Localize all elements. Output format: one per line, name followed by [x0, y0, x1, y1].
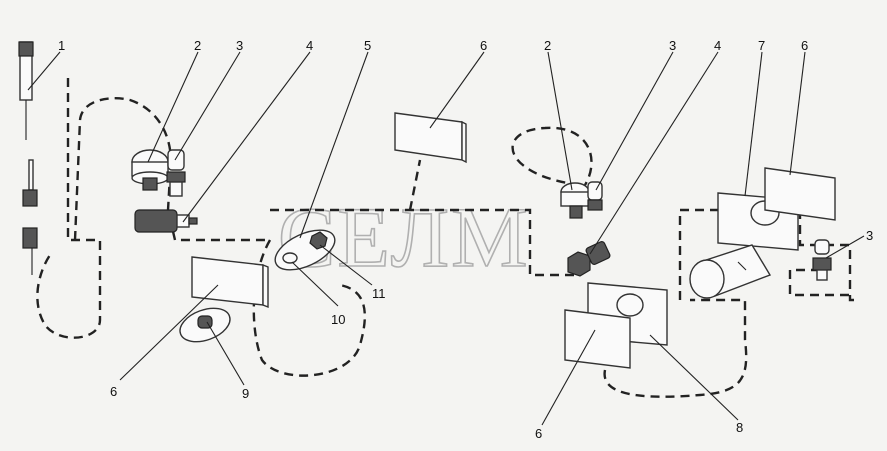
callout-2: 2 [544, 38, 551, 53]
callout-11: 11 [372, 286, 386, 301]
callout-10: 10 [331, 312, 345, 327]
sensor-bracket-with-tube [689, 192, 799, 299]
callout-6: 6 [801, 38, 808, 53]
callout-4: 4 [714, 38, 721, 53]
mounting-plate-top [394, 112, 467, 164]
callout-7: 7 [758, 38, 765, 53]
callout-5: 5 [364, 38, 371, 53]
callout-3: 3 [866, 228, 873, 243]
callout-9: 9 [242, 386, 249, 401]
callout-8: 8 [736, 420, 743, 435]
l-bracket-lower-right [564, 282, 668, 369]
callout-1: 1 [58, 38, 65, 53]
sensor-switch-far-right [812, 239, 832, 281]
pressure-sensor-left [131, 149, 169, 191]
callout-3: 3 [236, 38, 243, 53]
cylinder-sensor-left [134, 209, 198, 233]
sensor-switch-right [587, 181, 603, 211]
callout-6: 6 [110, 384, 117, 399]
callout-leaders [27, 51, 865, 426]
cable-harness [36, 78, 855, 398]
washer-nut-assembly [274, 229, 336, 271]
callout-2: 2 [194, 38, 201, 53]
mounting-plate-right [764, 167, 836, 221]
pressure-sensor-right [560, 182, 590, 219]
callout-6: 6 [535, 426, 542, 441]
callout-labels: 1 2 3 4 5 6 2 3 4 7 6 3 6 9 10 11 6 8 [58, 38, 873, 441]
sensor-switch-left [166, 149, 186, 197]
callout-6: 6 [480, 38, 487, 53]
temperature-probe [18, 41, 38, 275]
bushing-part [179, 307, 231, 343]
cylinder-sensor-right [567, 241, 611, 277]
callout-3: 3 [669, 38, 676, 53]
callout-4: 4 [306, 38, 313, 53]
